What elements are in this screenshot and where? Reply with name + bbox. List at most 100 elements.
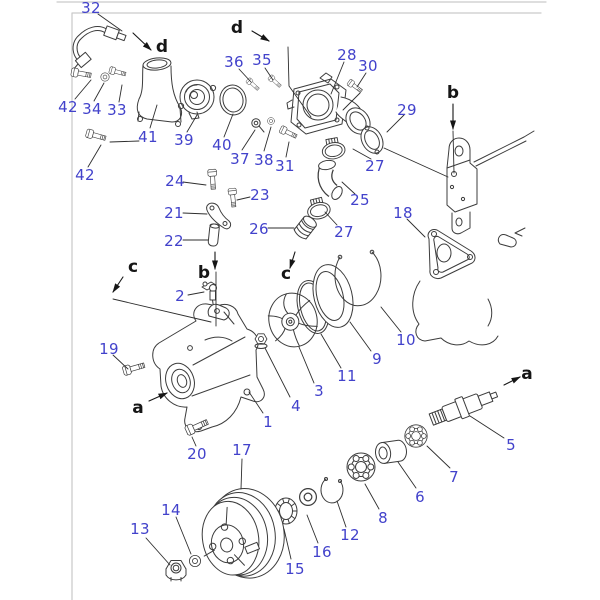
part-label-27: 27 [334, 223, 354, 241]
bolt-23 [227, 187, 239, 208]
part-label-30: 30 [358, 57, 378, 75]
snap-ring-12 [320, 477, 344, 504]
view-letter-d: d [156, 37, 168, 57]
part-label-6: 6 [415, 488, 425, 506]
leader-line [191, 436, 197, 447]
leader-line [264, 67, 274, 81]
part-label-23: 23 [250, 186, 270, 204]
leader-line [263, 126, 272, 152]
leader-line [118, 84, 123, 103]
leader-line [298, 346, 315, 384]
leader-line [182, 212, 208, 215]
part-label-25: 25 [350, 191, 370, 209]
part-label-7: 7 [449, 468, 459, 486]
part-label-36: 36 [224, 53, 244, 71]
part-label-28: 28 [337, 46, 357, 64]
leader-line [324, 211, 338, 226]
hose-25 [317, 159, 343, 200]
pump-body-1 [152, 303, 265, 433]
view-letter-c: c [128, 257, 138, 277]
gasket-plate-18 [427, 229, 476, 279]
pulley-17 [201, 488, 285, 579]
part-label-34: 34 [82, 100, 102, 118]
leader-line [93, 82, 105, 102]
bolt-36 [245, 77, 261, 92]
part-label-2: 2 [175, 287, 185, 305]
leader-line [386, 114, 405, 133]
view-arrow [148, 392, 168, 402]
bearing-8 [346, 452, 376, 482]
leader-line [352, 148, 372, 160]
part-label-19: 19 [99, 340, 119, 358]
fitting-2 [201, 281, 217, 308]
view-letter-b: b [447, 83, 459, 103]
view-letter-a: a [521, 364, 532, 384]
leader-line [112, 354, 129, 370]
bushing-6 [374, 439, 407, 464]
leader-line [97, 13, 123, 32]
washer-34 [100, 72, 110, 82]
leader-line [397, 461, 417, 489]
part-label-15: 15 [285, 560, 305, 578]
leader-line [149, 104, 158, 129]
leader-line [342, 92, 361, 111]
part-label-24: 24 [165, 172, 185, 190]
part-label-22: 22 [164, 232, 184, 250]
bolt-35 [267, 74, 283, 89]
view-arrow [251, 30, 270, 42]
part-label-1: 1 [263, 413, 273, 431]
part-label-3: 3 [314, 382, 324, 400]
part-label-9: 9 [372, 350, 382, 368]
part-label-21: 21 [164, 204, 184, 222]
part-label-8: 8 [378, 509, 388, 527]
leader-line [306, 514, 319, 544]
view-letter-d: d [231, 18, 243, 38]
leader-line [236, 196, 251, 201]
part-label-42: 42 [75, 166, 95, 184]
leader-line [223, 113, 234, 138]
part-label-32: 32 [81, 0, 101, 17]
bolt-42a [70, 67, 92, 80]
part-label-20: 20 [187, 445, 207, 463]
shaft-5 [428, 391, 499, 426]
leader-line [341, 181, 356, 195]
seal-cover-9 [312, 264, 354, 328]
part-label-18: 18 [393, 204, 413, 222]
nut-13 [165, 560, 187, 582]
leader-line [406, 218, 426, 238]
view-arrow [503, 376, 521, 386]
part-label-11: 11 [337, 367, 357, 385]
bolt-42b [84, 128, 107, 143]
bearing-7 [404, 424, 428, 448]
leader-line [283, 528, 292, 560]
thermostat-housing-28 [286, 72, 371, 135]
leader-line [187, 291, 205, 296]
view-arrow [112, 276, 124, 293]
leader-line [285, 141, 290, 158]
leader-line [287, 46, 312, 118]
hose-clamp-27a [319, 136, 347, 162]
gasket-29 [360, 125, 384, 155]
leader-line [238, 68, 252, 83]
part-label-31: 31 [275, 157, 295, 175]
part-label-41: 41 [138, 128, 158, 146]
part-label-4: 4 [291, 397, 301, 415]
gasket-ring-40 [219, 84, 247, 116]
view-arrow [132, 32, 152, 51]
frame-border [71, 12, 542, 600]
part-label-29: 29 [397, 101, 417, 119]
water-tube-32 [72, 25, 127, 71]
part-label-17: 17 [232, 441, 252, 459]
part-label-37: 37 [230, 150, 250, 168]
leader-line [349, 321, 372, 352]
bolt-24 [207, 168, 218, 190]
bracket-21 [206, 202, 232, 230]
view-arrow [289, 251, 296, 269]
part-label-33: 33 [107, 101, 127, 119]
connector-26 [293, 215, 317, 240]
leader-line [186, 114, 198, 133]
mounting-bracket [446, 137, 478, 213]
view-letter-a: a [132, 398, 143, 418]
